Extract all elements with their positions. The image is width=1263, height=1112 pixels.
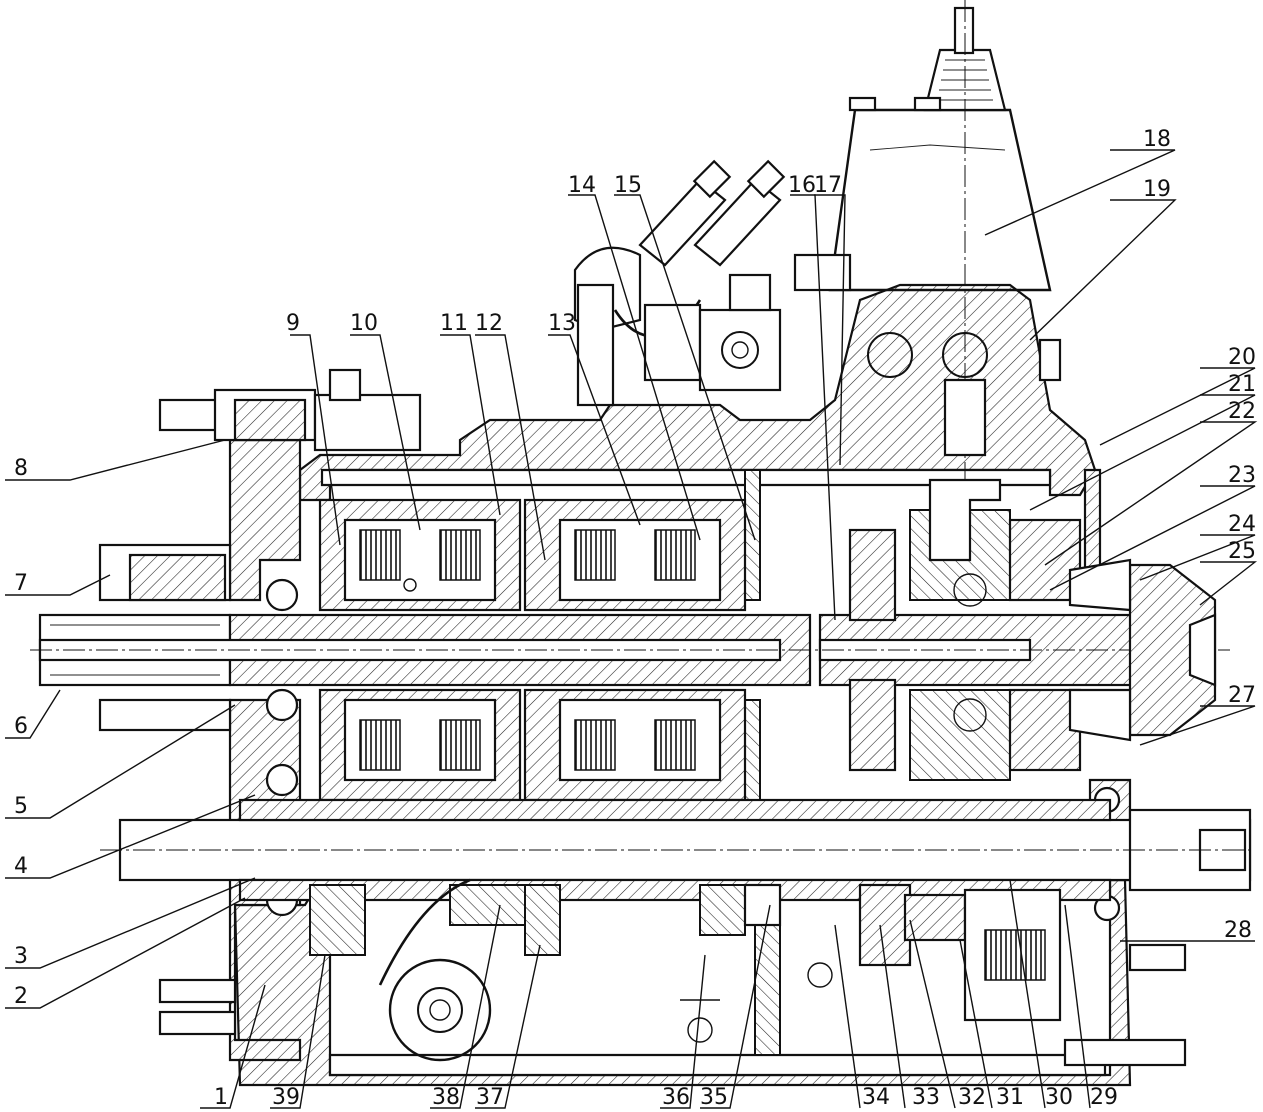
callout-28: 28 bbox=[1224, 918, 1252, 943]
callout-29: 29 bbox=[1090, 1085, 1118, 1110]
callout-25: 25 bbox=[1228, 539, 1256, 564]
callout-37: 37 bbox=[476, 1085, 504, 1110]
callout-30: 30 bbox=[1045, 1085, 1073, 1110]
callout-9: 9 bbox=[286, 311, 300, 336]
callout-14: 14 bbox=[568, 173, 596, 198]
callout-21: 21 bbox=[1228, 372, 1256, 397]
callout-34: 34 bbox=[862, 1085, 890, 1110]
output-section bbox=[848, 478, 1132, 781]
callout-27: 27 bbox=[1228, 683, 1256, 708]
clutch-packs bbox=[318, 498, 747, 802]
callout-1: 1 bbox=[214, 1085, 228, 1110]
callout-24: 24 bbox=[1228, 512, 1256, 537]
callout-18: 18 bbox=[1143, 127, 1171, 152]
callout-19: 19 bbox=[1143, 177, 1171, 202]
callout-23: 23 bbox=[1228, 463, 1256, 488]
callout-3: 3 bbox=[14, 944, 28, 969]
callout-36: 36 bbox=[662, 1085, 690, 1110]
callout-8: 8 bbox=[14, 456, 28, 481]
callout-17: 17 bbox=[814, 173, 842, 198]
callout-20: 20 bbox=[1228, 345, 1256, 370]
callout-5: 5 bbox=[14, 794, 28, 819]
callout-33: 33 bbox=[912, 1085, 940, 1110]
callout-32: 32 bbox=[958, 1085, 986, 1110]
callout-12: 12 bbox=[475, 311, 503, 336]
counter-shaft bbox=[100, 798, 1252, 1067]
sensor-assembly bbox=[573, 159, 1062, 457]
callout-7: 7 bbox=[14, 571, 28, 596]
callout-10: 10 bbox=[350, 311, 378, 336]
callout-39: 39 bbox=[272, 1085, 300, 1110]
callout-2: 2 bbox=[14, 984, 28, 1009]
callout-6: 6 bbox=[14, 714, 28, 739]
callout-22: 22 bbox=[1228, 399, 1256, 424]
callout-15: 15 bbox=[614, 173, 642, 198]
callout-11: 11 bbox=[440, 311, 468, 336]
callout-38: 38 bbox=[432, 1085, 460, 1110]
main-shaft bbox=[30, 563, 1230, 737]
callout-35: 35 bbox=[700, 1085, 728, 1110]
callout-labels: 8 7 6 5 4 3 2 1 9 10 11 12 13 14 15 16 1… bbox=[14, 127, 1256, 1110]
callout-13: 13 bbox=[548, 311, 576, 336]
shift-tower bbox=[828, 0, 1052, 480]
leader-lines bbox=[5, 149, 1258, 1109]
callout-4: 4 bbox=[14, 854, 28, 879]
callout-16: 16 bbox=[788, 173, 816, 198]
callout-31: 31 bbox=[996, 1085, 1024, 1110]
